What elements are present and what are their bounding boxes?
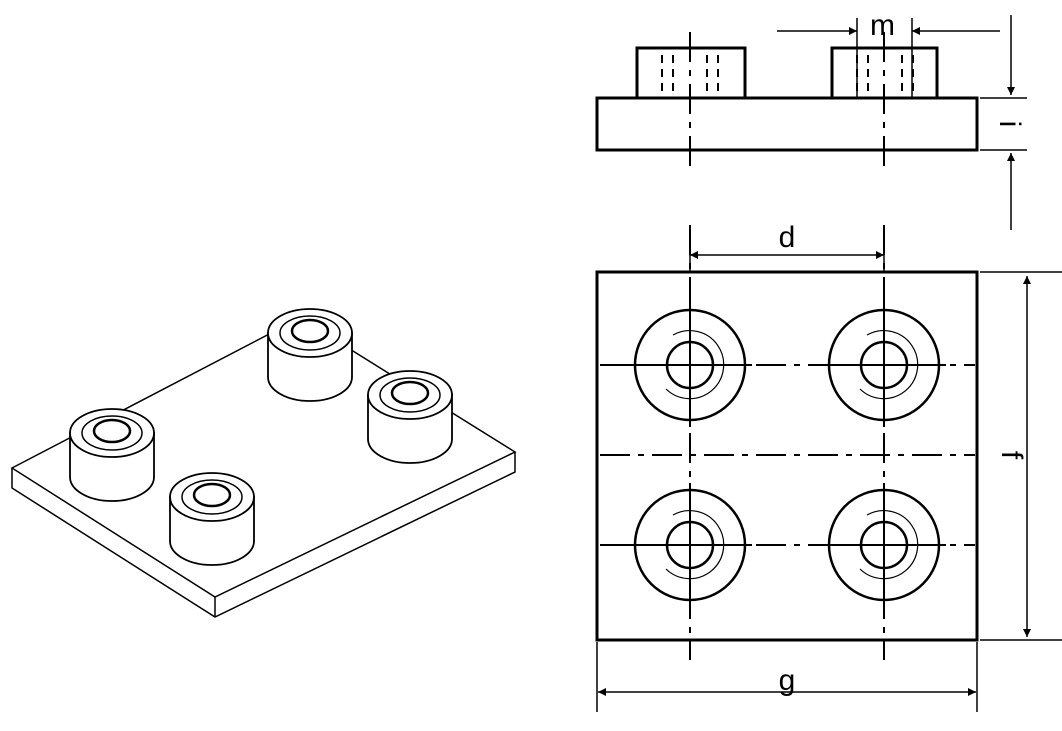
dimension-label-m: m [870, 9, 895, 42]
boss-hole [628, 483, 752, 607]
dimension-label-g: g [779, 664, 796, 697]
iso-boss [367, 370, 453, 464]
dimension-label-f: f [995, 451, 1028, 460]
boss-hole [822, 483, 946, 607]
iso-boss [169, 472, 255, 566]
boss-hole [822, 303, 946, 427]
plan-view: d f g [595, 221, 1062, 712]
isometric-view [10, 308, 517, 618]
dimension-label-i: i [993, 121, 1026, 128]
iso-boss [69, 408, 155, 502]
dimension-label-d: d [779, 221, 796, 254]
boss-hole [628, 303, 752, 427]
side-view: m i [595, 9, 1027, 230]
iso-boss [267, 308, 353, 402]
